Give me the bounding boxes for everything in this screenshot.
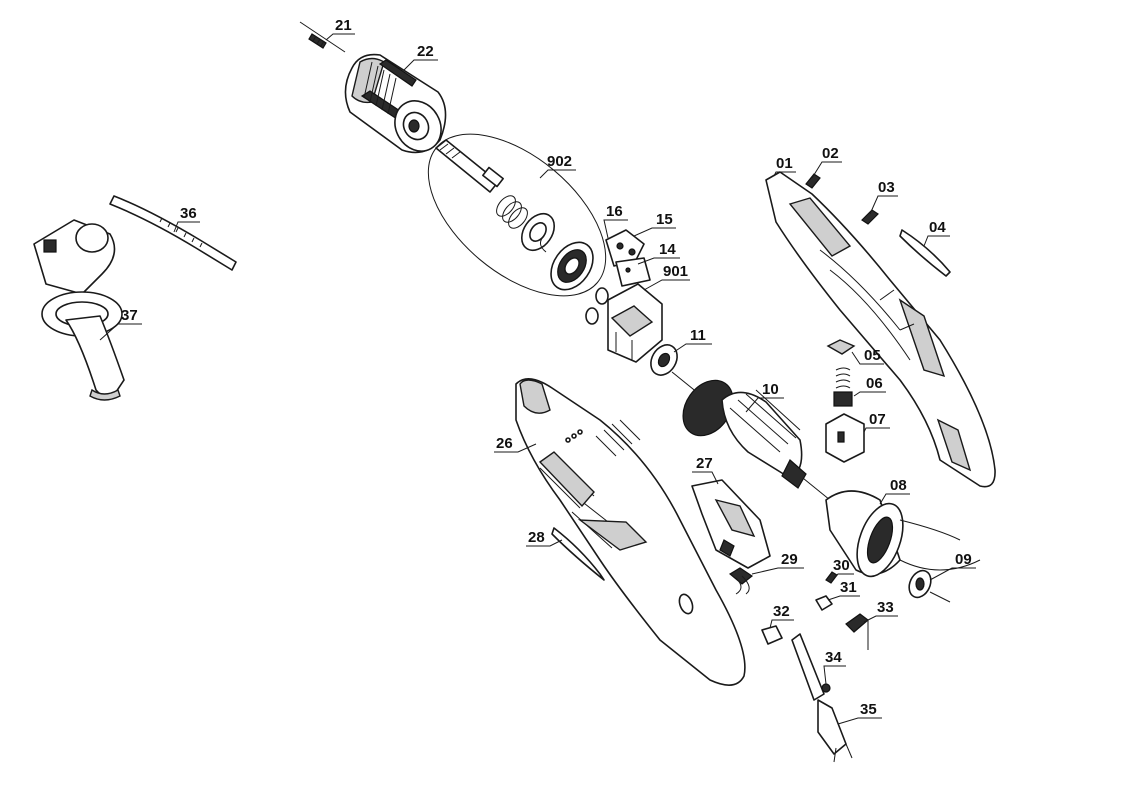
label-08: 08 <box>890 477 907 494</box>
part-11-bearing <box>650 344 678 376</box>
part-16-washer <box>585 287 609 325</box>
label-902: 902 <box>547 153 572 170</box>
part-10-armature <box>671 371 831 501</box>
label-04: 04 <box>929 219 946 236</box>
label-21: 21 <box>335 17 352 34</box>
part-15-switch-plate <box>605 229 645 267</box>
part-01-housing-half <box>765 171 996 488</box>
label-15: 15 <box>656 211 673 228</box>
part-22-drill-chuck <box>344 53 447 154</box>
label-36: 36 <box>180 205 197 222</box>
part-05-brush-cap <box>826 339 856 355</box>
part-901-gear-housing <box>607 283 663 363</box>
part-36-depth-rod <box>109 195 237 271</box>
part-06-carbon-brush <box>833 367 853 407</box>
part-35-plug <box>817 699 853 763</box>
part-27-switch <box>691 479 771 569</box>
label-05: 05 <box>864 347 881 364</box>
label-901: 901 <box>663 263 688 280</box>
part-number-labels: 21 22 902 16 15 14 901 11 10 01 02 03 04… <box>121 17 972 718</box>
part-08-stator <box>825 490 981 578</box>
label-27: 27 <box>696 455 713 472</box>
label-03: 03 <box>878 179 895 196</box>
label-10: 10 <box>762 381 779 398</box>
label-31: 31 <box>840 579 857 596</box>
part-07-brush-holder <box>825 413 865 463</box>
leader-lines <box>99 33 976 725</box>
label-22: 22 <box>417 43 434 60</box>
part-03-screw <box>861 209 879 225</box>
part-902-gear-group <box>427 133 607 297</box>
part-04-label <box>899 229 951 277</box>
label-37: 37 <box>121 307 138 324</box>
label-33: 33 <box>877 599 894 616</box>
label-30: 30 <box>833 557 850 574</box>
label-01: 01 <box>776 155 793 172</box>
label-02: 02 <box>822 145 839 162</box>
label-06: 06 <box>866 375 883 392</box>
label-09: 09 <box>955 551 972 568</box>
label-35: 35 <box>860 701 877 718</box>
part-28-trim <box>551 527 605 581</box>
part-29-wires <box>728 567 754 595</box>
part-31-cable-clamp <box>815 595 833 611</box>
part-26-main-housing <box>515 378 746 686</box>
part-21-screw <box>299 21 346 53</box>
label-14: 14 <box>659 241 676 258</box>
part-09-bearing <box>908 569 951 603</box>
label-11: 11 <box>690 327 706 344</box>
part-34-cord-sleeve <box>791 633 831 701</box>
label-28: 28 <box>528 529 545 546</box>
label-26: 26 <box>496 435 513 452</box>
label-32: 32 <box>773 603 790 620</box>
label-16: 16 <box>606 203 623 220</box>
part-32-clamp <box>761 625 783 645</box>
label-07: 07 <box>869 411 886 428</box>
part-37-auxiliary-handle <box>33 219 125 401</box>
label-34: 34 <box>825 649 842 666</box>
part-02-screw <box>805 173 821 189</box>
label-29: 29 <box>781 551 798 568</box>
part-33-clamp-screw <box>845 613 869 650</box>
part-14-plate <box>615 257 651 287</box>
